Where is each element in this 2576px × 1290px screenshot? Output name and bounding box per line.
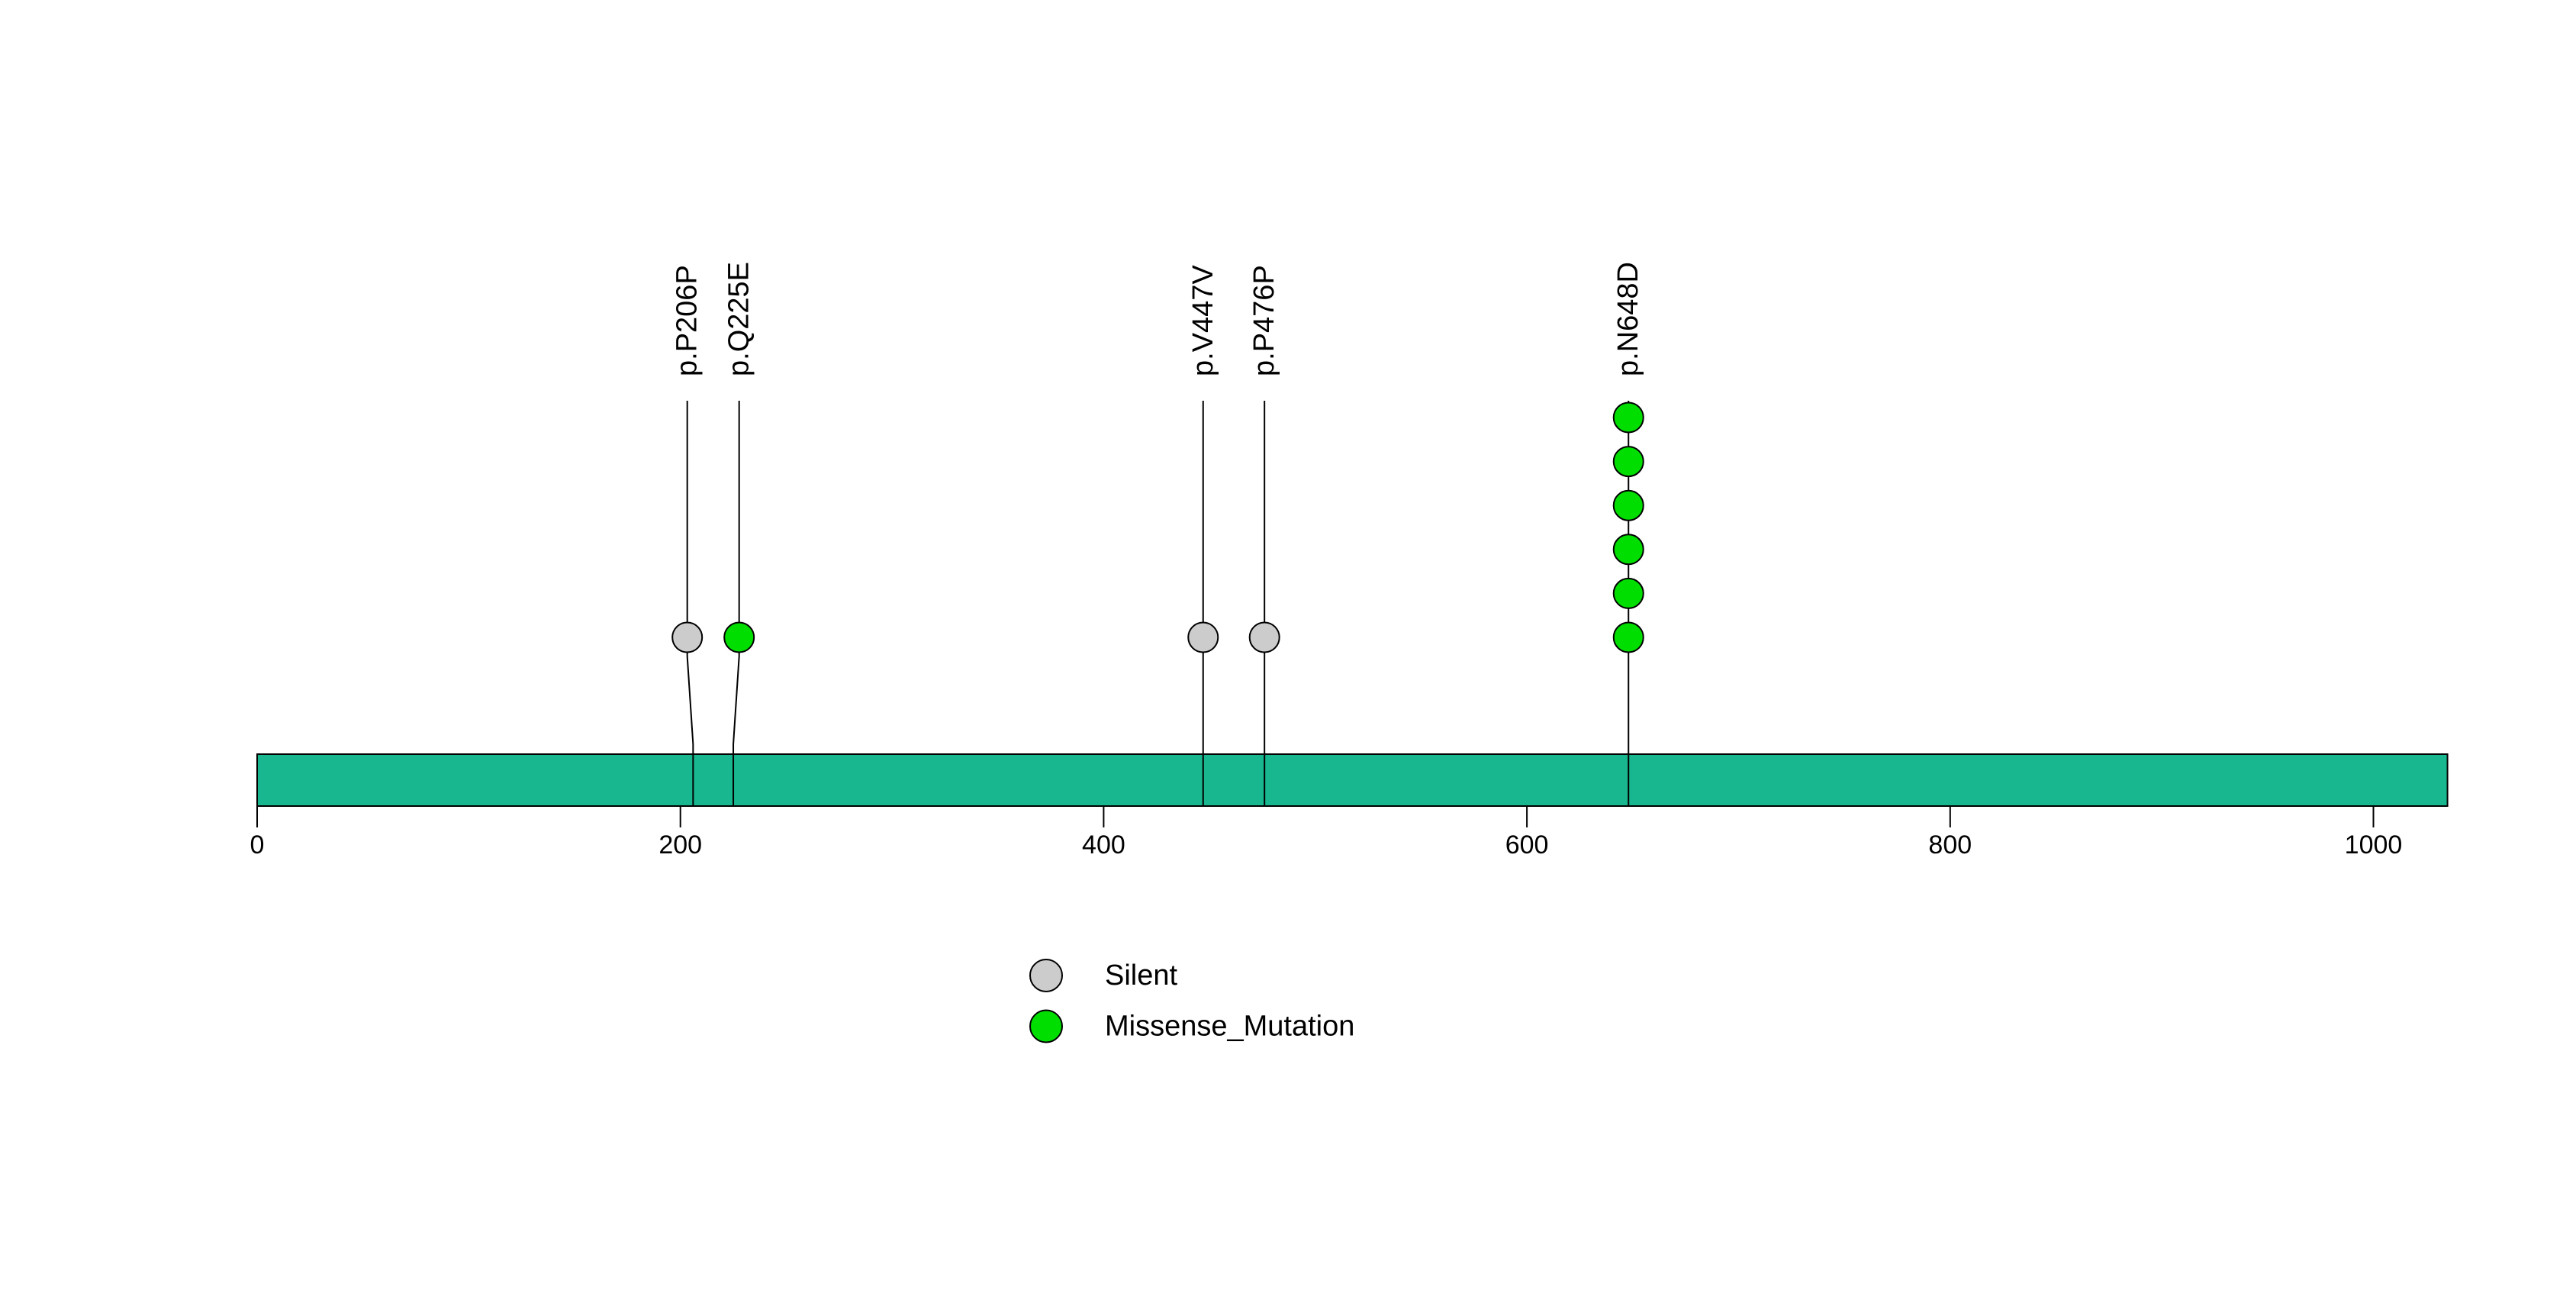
- axis-tick-label: 0: [250, 830, 265, 859]
- legend-swatch-circle: [1029, 1009, 1063, 1043]
- mutation-circle: [1248, 621, 1280, 653]
- legend-label: Missense_Mutation: [1105, 1011, 1354, 1043]
- mutation-circle: [1612, 577, 1644, 609]
- mutation-label: p.Q225E: [723, 262, 755, 376]
- legend-swatch-circle: [1029, 959, 1063, 992]
- mutation-label: p.N648D: [1612, 262, 1644, 376]
- mutation-circle: [1612, 402, 1644, 434]
- mutation-stem: [686, 401, 694, 806]
- mutation-label: p.P206P: [671, 265, 704, 376]
- mutation-circle: [1612, 534, 1644, 566]
- mutation-circle: [1612, 489, 1644, 521]
- mutation-circle: [723, 621, 755, 653]
- axis-tick-label: 200: [658, 830, 702, 859]
- axis-tick-label: 400: [1082, 830, 1125, 859]
- mutation-stem: [733, 401, 740, 806]
- axis-tick-label: 800: [1928, 830, 1972, 859]
- axis-tick-label: 1000: [2345, 830, 2403, 859]
- mutation-circle: [1612, 446, 1644, 478]
- axis-tick-label: 600: [1505, 830, 1549, 859]
- protein-bar: [256, 753, 2449, 807]
- mutation-circle: [671, 621, 704, 653]
- legend-label: Silent: [1105, 959, 1177, 992]
- mutation-label: p.V447V: [1187, 265, 1219, 376]
- mutation-label: p.P476P: [1248, 265, 1280, 376]
- mutation-circle: [1187, 621, 1219, 653]
- mutation-circle: [1612, 621, 1644, 653]
